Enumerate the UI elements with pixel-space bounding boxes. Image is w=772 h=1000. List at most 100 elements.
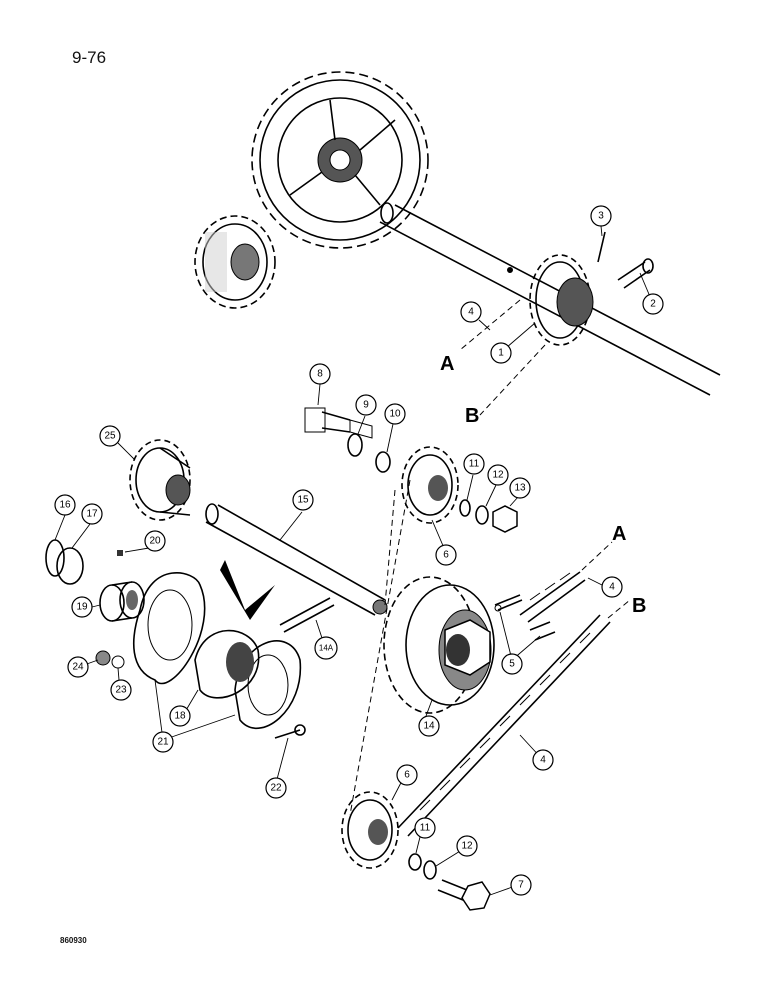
top-sprocket bbox=[529, 254, 594, 346]
svg-text:6: 6 bbox=[443, 550, 449, 561]
washer-11-upper bbox=[459, 499, 471, 517]
callout-7: 7 bbox=[510, 874, 532, 896]
callout-6-lower: 6 bbox=[396, 764, 418, 786]
svg-text:17: 17 bbox=[86, 509, 98, 520]
callout-4-right: 4 bbox=[601, 576, 623, 598]
svg-text:12: 12 bbox=[492, 470, 504, 481]
svg-text:12: 12 bbox=[461, 841, 473, 852]
callout-1: 1 bbox=[490, 342, 512, 364]
collar-19 bbox=[99, 581, 145, 622]
svg-text:3: 3 bbox=[598, 211, 604, 222]
callout-12-upper: 12 bbox=[487, 464, 509, 486]
sprocket-6-lower bbox=[341, 791, 399, 869]
washer-17 bbox=[56, 547, 84, 585]
washer-10 bbox=[375, 451, 391, 473]
label-a-top: A bbox=[440, 353, 454, 375]
washer-9 bbox=[347, 433, 363, 457]
callout-21: 21 bbox=[152, 731, 174, 753]
svg-text:10: 10 bbox=[389, 409, 401, 420]
svg-text:22: 22 bbox=[270, 783, 282, 794]
washer-16 bbox=[45, 539, 65, 577]
svg-text:4: 4 bbox=[609, 582, 615, 593]
washer-23 bbox=[111, 655, 125, 669]
nut-24 bbox=[95, 650, 111, 666]
callout-22: 22 bbox=[265, 777, 287, 799]
svg-text:15: 15 bbox=[297, 495, 309, 506]
sprocket-25 bbox=[129, 439, 191, 521]
page-number: 9-76 bbox=[72, 48, 107, 67]
callout-14a: 14A bbox=[314, 636, 338, 660]
small-gear bbox=[194, 215, 276, 309]
callout-23: 23 bbox=[110, 679, 132, 701]
chain-4-long bbox=[397, 614, 611, 837]
shaft-15 bbox=[205, 503, 388, 616]
svg-text:19: 19 bbox=[76, 602, 88, 613]
label-a-right: A bbox=[612, 523, 626, 545]
callout-5: 5 bbox=[501, 653, 523, 675]
callout-15: 15 bbox=[292, 489, 314, 511]
svg-text:8: 8 bbox=[317, 369, 323, 380]
callout-10: 10 bbox=[384, 403, 406, 425]
svg-text:4: 4 bbox=[468, 307, 474, 318]
washer-12-upper bbox=[475, 505, 489, 525]
callout-9: 9 bbox=[355, 394, 377, 416]
callout-4-lower: 4 bbox=[532, 749, 554, 771]
svg-text:1: 1 bbox=[498, 348, 504, 359]
pin-and-cotter bbox=[597, 231, 654, 289]
sprocket-6-upper bbox=[401, 446, 459, 524]
callout-3: 3 bbox=[590, 205, 612, 227]
svg-text:14: 14 bbox=[423, 721, 435, 732]
washer-12-lower bbox=[423, 860, 437, 880]
svg-text:25: 25 bbox=[104, 431, 116, 442]
svg-text:5: 5 bbox=[509, 659, 515, 670]
top-shaft bbox=[379, 202, 721, 396]
bolt-8 bbox=[304, 407, 373, 439]
callout-14: 14 bbox=[418, 715, 440, 737]
nut-13 bbox=[492, 505, 518, 533]
svg-text:2: 2 bbox=[650, 299, 656, 310]
callout-24: 24 bbox=[67, 656, 89, 678]
svg-text:13: 13 bbox=[514, 483, 526, 494]
callout-4-top: 4 bbox=[460, 301, 482, 323]
svg-text:9: 9 bbox=[363, 400, 369, 411]
bearing-18 bbox=[194, 629, 260, 699]
svg-text:4: 4 bbox=[540, 755, 546, 766]
callout-25: 25 bbox=[99, 425, 121, 447]
chain-link-5 bbox=[494, 594, 556, 641]
chain-4-upper bbox=[519, 571, 586, 623]
label-b-right: B bbox=[632, 595, 646, 617]
svg-text:11: 11 bbox=[420, 823, 431, 834]
callout-16: 16 bbox=[54, 494, 76, 516]
svg-text:20: 20 bbox=[149, 536, 161, 547]
callout-18: 18 bbox=[169, 705, 191, 727]
callout-6-upper: 6 bbox=[435, 544, 457, 566]
pin-14a bbox=[279, 597, 335, 633]
flange-21 bbox=[132, 572, 302, 730]
callout-20: 20 bbox=[144, 530, 166, 552]
svg-text:7: 7 bbox=[518, 880, 524, 891]
svg-text:24: 24 bbox=[72, 662, 84, 673]
callout-11-lower: 11 bbox=[414, 817, 436, 839]
callout-19: 19 bbox=[71, 596, 93, 618]
svg-text:16: 16 bbox=[59, 500, 71, 511]
callout-12-lower: 12 bbox=[456, 835, 478, 857]
svg-text:14A: 14A bbox=[319, 644, 334, 653]
washer-11-lower bbox=[408, 853, 422, 871]
callout-17: 17 bbox=[81, 503, 103, 525]
set-screw-20 bbox=[117, 550, 123, 556]
svg-text:11: 11 bbox=[469, 459, 480, 470]
svg-text:6: 6 bbox=[404, 770, 410, 781]
svg-text:23: 23 bbox=[115, 685, 127, 696]
large-gear bbox=[251, 71, 429, 249]
svg-text:21: 21 bbox=[157, 737, 169, 748]
direction-arrow bbox=[220, 560, 275, 620]
callout-11-upper: 11 bbox=[463, 453, 485, 475]
bolt-7 bbox=[437, 879, 491, 911]
svg-text:18: 18 bbox=[174, 711, 186, 722]
drawing-code: 860930 bbox=[60, 936, 87, 945]
callout-2: 2 bbox=[642, 293, 664, 315]
callout-8: 8 bbox=[309, 363, 331, 385]
callout-13: 13 bbox=[509, 477, 531, 499]
label-b-top: B bbox=[465, 405, 479, 427]
